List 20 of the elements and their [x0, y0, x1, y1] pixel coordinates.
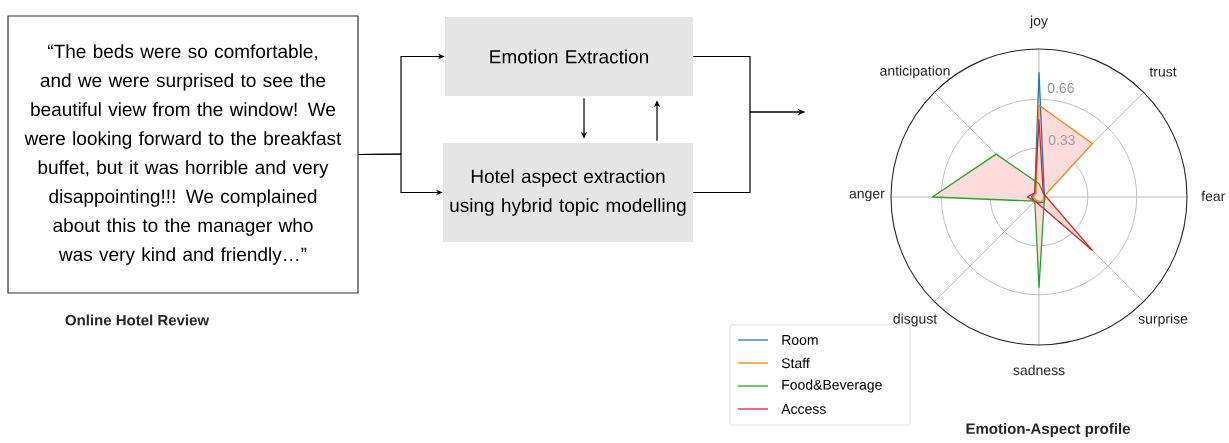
- legend-label: Food&Beverage: [782, 379, 882, 393]
- legend-label: Room: [782, 335, 818, 345]
- tick-label: 0.33: [1048, 135, 1075, 145]
- legend-label: Access: [781, 404, 826, 414]
- process-box: Hotel aspect extraction using hybrid topic modelling: [443, 143, 693, 242]
- axis-label: anger: [849, 190, 885, 202]
- axis-label: fear: [1201, 190, 1226, 202]
- axis-label: surprise: [1138, 313, 1188, 327]
- caption: Emotion-Aspect profile: [966, 423, 1130, 437]
- axis-label: disgust: [893, 313, 938, 327]
- caption: Online Hotel Review: [65, 314, 210, 326]
- axis-label: joy: [1029, 15, 1048, 29]
- process-box: Emotion Extraction: [445, 17, 693, 96]
- tick-label: 0.66: [1047, 83, 1074, 93]
- axis-label: trust: [1149, 67, 1177, 77]
- axis-label: anticipation: [880, 65, 950, 79]
- legend-label: Staff: [781, 357, 810, 369]
- axis-label: sadness: [1013, 364, 1065, 376]
- review-text-box: “The beds were so comfortable, and we were surprised to see the beautiful view from the window! We were looking forward to the breakfast buffet, but it was horrible and very disappointing!!! We complained about this to the manager who was very kind and friendly…”: [7, 15, 359, 294]
- arrow: [692, 108, 805, 194]
